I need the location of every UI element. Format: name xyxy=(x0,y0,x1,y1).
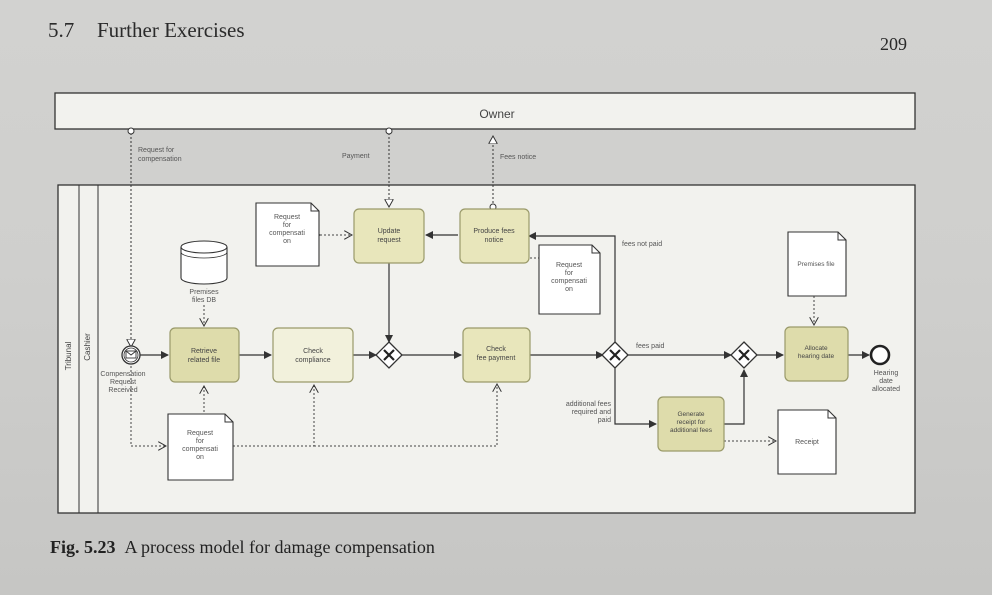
msg-label-request-2: compensation xyxy=(138,156,182,163)
svg-text:Request: Request xyxy=(187,430,213,437)
task-check-fee-payment: Check fee payment xyxy=(462,327,531,383)
figure-label: Fig. 5.23 xyxy=(50,537,116,557)
flow-label-additional-1: additional fees xyxy=(566,401,612,408)
pool-tribunal-label: Tribunal xyxy=(64,341,73,370)
svg-text:on: on xyxy=(565,286,573,293)
svg-text:Request: Request xyxy=(556,262,582,269)
svg-text:compensati: compensati xyxy=(269,230,305,237)
task-generate-receipt: Generate receipt for additional fees xyxy=(657,396,725,452)
task-update-request: Update request xyxy=(353,208,425,264)
flow-label-fees-not-paid: fees not paid xyxy=(622,241,662,248)
end-event-label-3: allocated xyxy=(872,386,900,393)
start-event-label-3: Received xyxy=(108,387,137,394)
svg-text:Check: Check xyxy=(486,346,506,353)
flow-label-fees-paid: fees paid xyxy=(636,343,665,350)
start-event-label-2: Request xyxy=(110,379,136,386)
task-allocate-hearing-date: Allocate hearing date xyxy=(784,326,849,382)
svg-text:related file: related file xyxy=(188,357,220,364)
svg-text:Retrieve: Retrieve xyxy=(191,348,217,355)
task-retrieve-related-file: Retrieve related file xyxy=(169,327,240,383)
svg-text:compliance: compliance xyxy=(295,357,331,364)
end-event-label-1: Hearing xyxy=(874,370,899,377)
pool-owner-label: Owner xyxy=(479,107,514,121)
msg-label-request-1: Request for xyxy=(138,147,175,154)
flow-label-additional-2: required and xyxy=(572,409,611,416)
svg-text:Premises file: Premises file xyxy=(797,261,835,268)
section-title: Further Exercises xyxy=(97,18,245,42)
task-check-compliance: Check compliance xyxy=(272,327,354,383)
svg-text:Allocate: Allocate xyxy=(804,345,828,352)
pool-owner: Owner xyxy=(54,92,916,130)
data-object-receipt: Receipt xyxy=(777,409,837,475)
msg-label-payment: Payment xyxy=(342,153,370,160)
svg-text:receipt for: receipt for xyxy=(677,419,707,426)
section-number: 5.7 xyxy=(48,18,75,42)
task-produce-fees-notice: Produce fees notice xyxy=(459,208,530,264)
datastore-label-1: Premises xyxy=(189,289,219,296)
msg-label-fees-notice: Fees notice xyxy=(500,154,536,161)
flow-label-additional-3: paid xyxy=(598,417,611,424)
datastore-premises-files-db: Premises files DB xyxy=(180,240,228,304)
svg-text:on: on xyxy=(283,238,291,245)
end-event: Hearing date allocated xyxy=(869,344,900,393)
figure-caption-text: A process model for damage compensation xyxy=(124,537,435,557)
svg-text:compensati: compensati xyxy=(551,278,587,285)
data-object-request-top: Request for compensati on xyxy=(255,202,320,267)
svg-text:Receipt: Receipt xyxy=(795,439,819,446)
svg-text:on: on xyxy=(196,454,204,461)
svg-text:compensati: compensati xyxy=(182,446,218,453)
lane-cashier-label: Cashier xyxy=(83,333,92,361)
svg-text:for: for xyxy=(565,270,574,277)
figure-caption: Fig. 5.23 A process model for damage com… xyxy=(50,537,435,558)
svg-text:notice: notice xyxy=(485,237,504,244)
datastore-label-2: files DB xyxy=(192,297,216,304)
svg-text:for: for xyxy=(283,222,292,229)
svg-text:fee payment: fee payment xyxy=(477,355,516,362)
data-object-premises-file: Premises file xyxy=(787,231,847,297)
gateway-xor-join xyxy=(730,341,758,369)
start-event-label-1: Compensation xyxy=(100,371,145,378)
svg-text:Produce fees: Produce fees xyxy=(473,228,515,235)
associations xyxy=(130,235,814,446)
gateway-xor-merge xyxy=(375,341,403,369)
data-object-request-mid: Request for compensati on xyxy=(538,244,601,315)
svg-text:hearing date: hearing date xyxy=(798,353,835,360)
end-event-label-2: date xyxy=(879,378,893,385)
data-object-request-bottom: Request for compensati on xyxy=(167,413,234,481)
svg-text:for: for xyxy=(196,438,205,445)
svg-text:additional fees: additional fees xyxy=(670,427,713,434)
gateway-xor-fees xyxy=(601,341,629,369)
svg-text:Request: Request xyxy=(274,214,300,221)
svg-text:Generate: Generate xyxy=(677,411,704,418)
svg-text:request: request xyxy=(377,237,400,244)
start-event: Compensation Request Received xyxy=(100,345,146,394)
sequence-flows xyxy=(140,231,870,428)
message-flows xyxy=(131,133,493,347)
svg-text:Check: Check xyxy=(303,348,323,355)
svg-text:Update: Update xyxy=(378,228,401,235)
page-number: 209 xyxy=(880,34,907,54)
